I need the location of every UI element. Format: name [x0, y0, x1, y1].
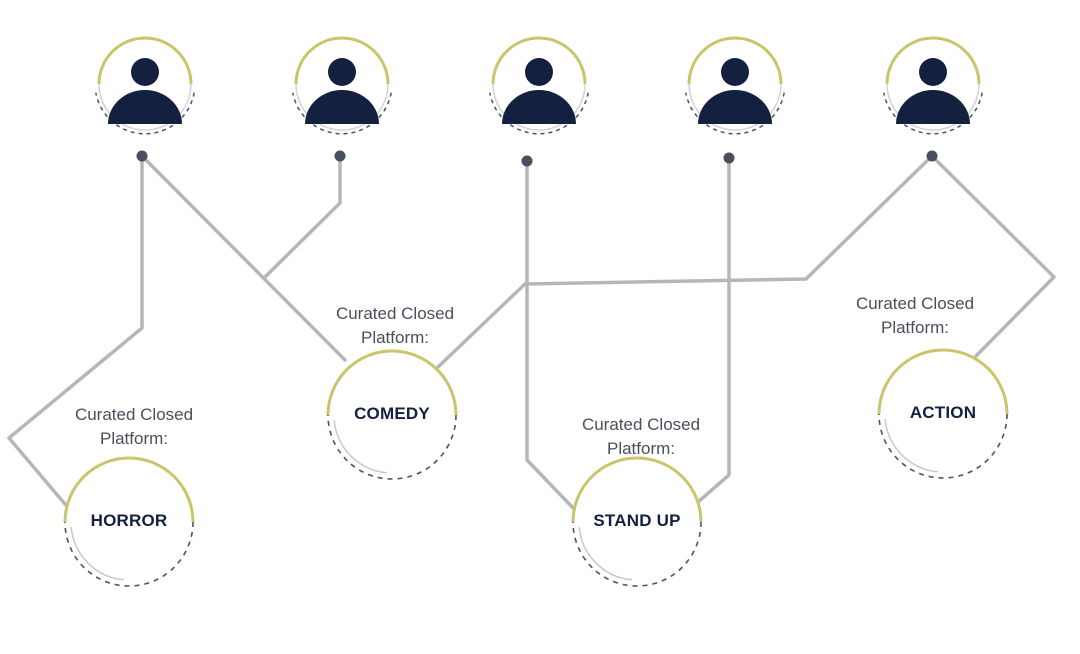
user-ring-dashed — [489, 92, 589, 135]
user-1-node[interactable] — [95, 36, 195, 135]
caption-line-1: Curated Closed — [855, 294, 975, 313]
ring-accent-arc — [326, 349, 458, 416]
connector-user3-standup — [525, 159, 577, 512]
ring-accent-arc — [877, 348, 1009, 415]
user-ring-lower — [295, 83, 389, 131]
connector-dot-3 — [521, 155, 533, 167]
user-ring-accent — [491, 36, 587, 85]
ring-dashed-arc — [572, 521, 702, 587]
ring-fill — [65, 458, 193, 586]
user-ring-accent — [885, 36, 981, 85]
ring-inner-arc — [333, 420, 387, 474]
ring-dashed-arc — [878, 413, 1008, 479]
connector-user1-comedy — [140, 154, 347, 362]
platform-horror-label: HORROR — [90, 511, 168, 530]
user-ring-accent — [294, 36, 390, 85]
user-ring-dashed — [95, 92, 195, 135]
connector-dot-2 — [334, 150, 346, 162]
user-ring-lower — [688, 83, 782, 131]
ring-dashed-arc — [64, 521, 194, 587]
connector-lines — [7, 154, 1056, 512]
connector-user5-action — [930, 154, 1056, 358]
caption-line-2: Platform: — [360, 328, 430, 347]
caption-line-2: Platform: — [606, 439, 676, 458]
platform-rings — [63, 348, 1009, 587]
user-ring-lower — [492, 83, 586, 131]
user-nodes — [95, 36, 983, 135]
user-ring-dashed — [292, 92, 392, 135]
connector-dot-4 — [723, 152, 735, 164]
connector-dot-1 — [136, 150, 148, 162]
connector-dot-5 — [926, 150, 938, 162]
user-avatar-icon — [305, 58, 379, 124]
user-avatar-icon — [698, 58, 772, 124]
ring-accent-arc — [63, 456, 195, 523]
platform-comedy-label: COMEDY — [354, 404, 430, 423]
platform-action-label: ACTION — [909, 403, 977, 422]
user-avatar-icon — [502, 58, 576, 124]
caption-line-1: Curated Closed — [335, 304, 455, 323]
ring-inner-arc — [884, 419, 938, 473]
connector-dots — [136, 150, 938, 167]
platform-standup-ring[interactable] — [571, 456, 703, 587]
ring-fill — [573, 458, 701, 586]
connector-user4-standup — [696, 156, 731, 504]
caption-line-1: Curated Closed — [74, 405, 194, 424]
user-ring-dashed — [883, 92, 983, 135]
platform-standup-label: STAND UP — [593, 511, 681, 530]
platform-action-ring[interactable] — [877, 348, 1009, 479]
caption-line-2: Platform: — [99, 429, 169, 448]
user-ring-accent — [687, 36, 783, 85]
user-ring-dashed — [685, 92, 785, 135]
user-4-node[interactable] — [685, 36, 785, 135]
caption-line-1: Curated Closed — [581, 415, 701, 434]
connector-user2-comedy — [263, 154, 342, 279]
user-ring-accent — [97, 36, 193, 85]
user-ring-lower — [886, 83, 980, 131]
ring-inner-arc — [578, 527, 632, 581]
user-5-node[interactable] — [883, 36, 983, 135]
user-avatar-icon — [896, 58, 970, 124]
platform-horror-ring[interactable] — [63, 456, 195, 587]
ring-fill — [328, 351, 456, 479]
connector-comedy-user5 — [436, 154, 934, 369]
ring-fill — [879, 350, 1007, 478]
user-2-node[interactable] — [292, 36, 392, 135]
caption-line-2: Platform: — [880, 318, 950, 337]
ring-accent-arc — [571, 456, 703, 523]
platform-comedy-ring[interactable] — [326, 349, 458, 480]
user-avatar-icon — [108, 58, 182, 124]
user-3-node[interactable] — [489, 36, 589, 135]
connector-user1-horror — [7, 154, 144, 512]
user-ring-lower — [98, 83, 192, 131]
ring-dashed-arc — [327, 414, 457, 480]
ring-inner-arc — [70, 527, 124, 581]
